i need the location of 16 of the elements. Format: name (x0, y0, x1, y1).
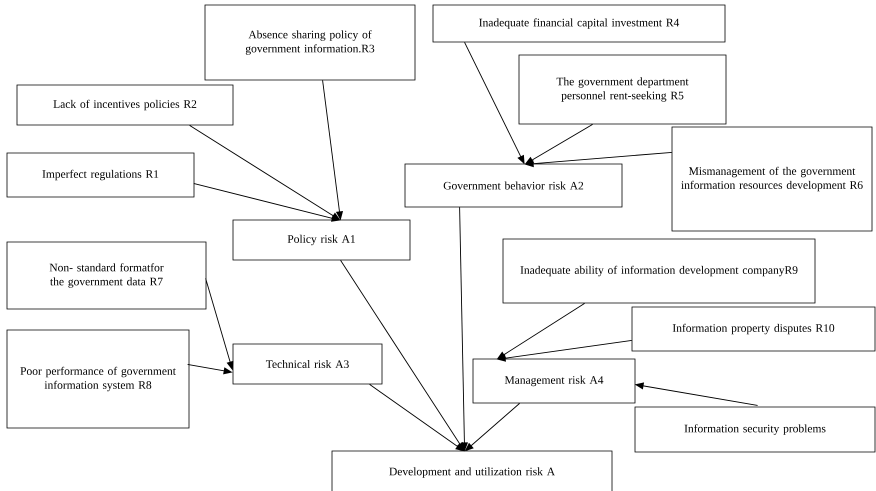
risk-box: Imperfect regulations R1 (6, 152, 194, 198)
risk-box: Policy risk A1 (232, 220, 410, 260)
risk-box: Lack of incentives policies R2 (16, 84, 234, 126)
risk-box: Non- standard formatfor the government data R7 (6, 242, 206, 310)
risk-box: Management risk A4 (472, 358, 636, 404)
risk-box: The government department personnel rent-seeking R5 (518, 54, 726, 124)
risk-box: Absence sharing policy of government information.R3 (204, 4, 416, 80)
risk-box: Technical risk A3 (232, 344, 382, 384)
risk-box: Inadequate ability of information development companyR9 (502, 238, 816, 304)
risk-box: Information property disputes R10 (632, 306, 876, 352)
risk-box: Information security problems (634, 406, 876, 452)
risk-box: Mismanagement of the government information resources development R6 (672, 126, 872, 232)
risk-box: Poor performance of government information system R8 (6, 330, 190, 428)
risk-box: Development and utilization risk A (332, 450, 612, 491)
risk-box: Government behavior risk A2 (404, 164, 622, 208)
risk-box: Inadequate financial capital investment R4 (432, 4, 726, 42)
